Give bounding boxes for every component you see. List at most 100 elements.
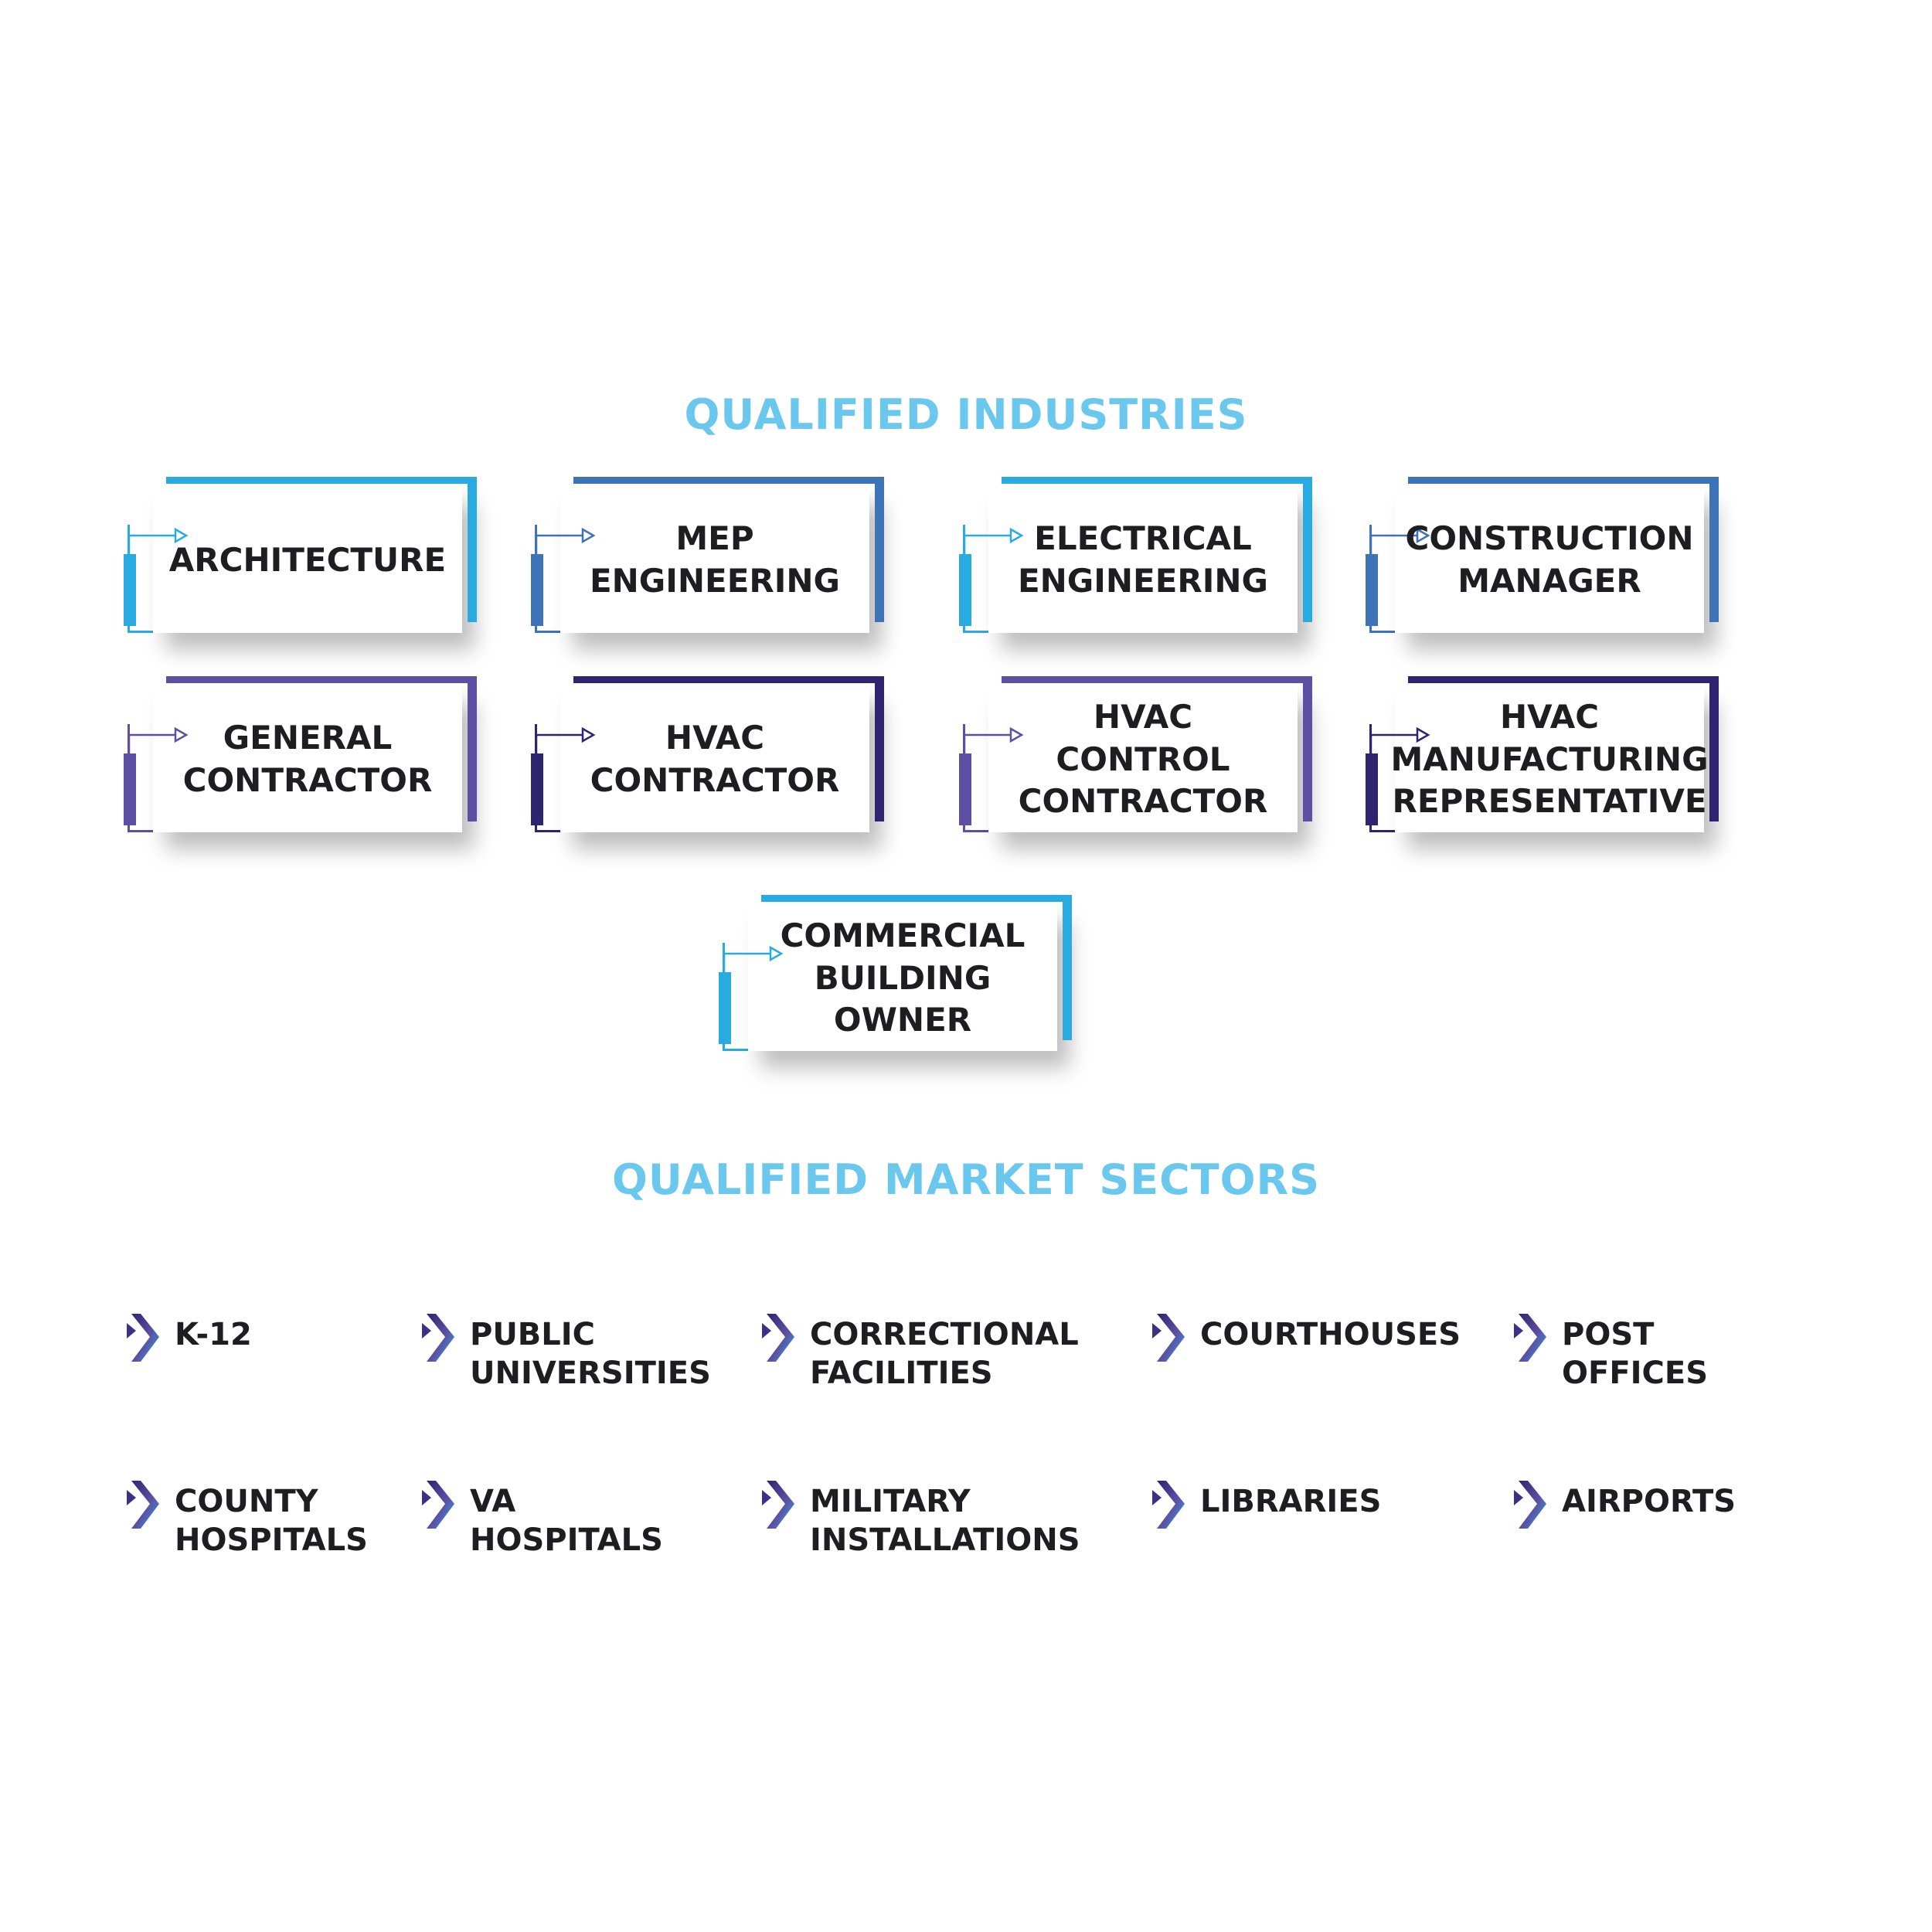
- card-right-accent: [1063, 895, 1072, 1040]
- card-right-accent: [1303, 477, 1312, 622]
- arrow-connector-icon: [963, 726, 1024, 759]
- card-right-accent: [1303, 676, 1312, 821]
- arrow-connector-icon: [128, 527, 189, 560]
- card-label: HVAC CONTROL CONTRACTOR: [988, 687, 1298, 832]
- industry-label: ELECTRICAL ENGINEERING: [1017, 519, 1269, 600]
- card-face: [153, 687, 462, 832]
- chevron-right-icon: [1152, 1314, 1185, 1362]
- card-accent-bar: [124, 753, 136, 825]
- industry-card-architecture: ARCHITECTURE: [124, 477, 483, 662]
- chevron-right-icon: [422, 1314, 454, 1362]
- chevron-right-icon: [1514, 1314, 1546, 1362]
- arrow-connector-icon: [128, 726, 189, 759]
- card-top-accent: [1002, 477, 1312, 484]
- sector-label: VA HOSPITALS: [470, 1484, 663, 1558]
- card-right-accent: [1709, 477, 1719, 622]
- industry-label: COMMERCIAL BUILDING OWNER: [780, 917, 1026, 1039]
- chevron-right-icon: [127, 1481, 159, 1529]
- card-label: CONSTRUCTION MANAGER: [1395, 488, 1704, 633]
- card-face: [988, 687, 1298, 832]
- arrow-connector-icon: [963, 527, 1024, 560]
- card-right-accent: [468, 477, 477, 622]
- chevron-right-icon: [1514, 1481, 1546, 1529]
- sector-item-post-offices: POST OFFICES: [1509, 1314, 1709, 1393]
- card-top-accent: [573, 676, 884, 683]
- card-top-accent: [1408, 477, 1719, 484]
- industry-card-general-contractor: GENERAL CONTRACTOR: [124, 676, 483, 862]
- sector-item-k-12: K-12: [122, 1314, 252, 1366]
- sector-label: K-12: [175, 1317, 252, 1352]
- arrow-connector-icon: [723, 945, 784, 978]
- sector-label: POST OFFICES: [1562, 1317, 1709, 1391]
- sector-label: COURTHOUSES: [1200, 1317, 1461, 1352]
- industry-label: ARCHITECTURE: [168, 540, 447, 579]
- card-top-accent: [166, 676, 477, 683]
- sector-label: COUNTY HOSPITALS: [175, 1484, 368, 1558]
- card-right-accent: [1709, 676, 1719, 821]
- chevron-right-icon: [422, 1481, 454, 1529]
- industry-card-commercial-building-owner: COMMERCIAL BUILDING OWNER: [719, 895, 1078, 1080]
- card-label: COMMERCIAL BUILDING OWNER: [748, 906, 1057, 1051]
- industry-label: HVAC CONTROL CONTRACTOR: [1018, 698, 1268, 821]
- chevron-right-icon: [127, 1314, 159, 1362]
- chevron-right-icon: [762, 1314, 794, 1362]
- industry-card-electrical-engineering: ELECTRICAL ENGINEERING: [959, 477, 1318, 662]
- sector-label: MILITARY INSTALLATIONS: [810, 1484, 1080, 1558]
- sector-item-courthouses: COURTHOUSES: [1148, 1314, 1461, 1366]
- card-accent-bar: [719, 972, 731, 1044]
- card-accent-bar: [531, 554, 543, 626]
- card-face: [748, 906, 1057, 1051]
- industry-label: CONSTRUCTION MANAGER: [1405, 519, 1694, 600]
- card-top-accent: [166, 477, 477, 484]
- sector-item-military-installations: MILITARY INSTALLATIONS: [757, 1481, 1080, 1560]
- card-face: [560, 687, 869, 832]
- sector-item-airports: AIRPORTS: [1509, 1481, 1736, 1533]
- card-right-accent: [468, 676, 477, 821]
- card-top-accent: [1408, 676, 1719, 683]
- sector-item-correctional-facilities: CORRECTIONAL FACILITIES: [757, 1314, 1079, 1393]
- sector-item-va-hospitals: VA HOSPITALS: [417, 1481, 663, 1560]
- card-face: [153, 488, 462, 633]
- card-label: HVAC MANUFACTURING REPRESENTATIVE: [1390, 687, 1708, 832]
- card-accent-bar: [959, 554, 971, 626]
- sector-label: PUBLIC UNIVERSITIES: [470, 1317, 711, 1391]
- card-accent-bar: [124, 554, 136, 626]
- industry-label: HVAC MANUFACTURING REPRESENTATIVE: [1390, 698, 1709, 821]
- card-label: ELECTRICAL ENGINEERING: [988, 488, 1298, 633]
- card-label: HVAC CONTRACTOR: [560, 687, 869, 832]
- card-top-accent: [761, 895, 1072, 902]
- sector-label: CORRECTIONAL FACILITIES: [810, 1317, 1079, 1391]
- industry-label: HVAC CONTRACTOR: [590, 719, 840, 799]
- chevron-right-icon: [762, 1481, 794, 1529]
- arrow-connector-icon: [535, 527, 596, 560]
- industry-card-hvac-manufacturing-representative: HVAC MANUFACTURING REPRESENTATIVE: [1366, 676, 1725, 862]
- sector-item-libraries: LIBRARIES: [1148, 1481, 1382, 1533]
- chevron-right-icon: [1152, 1481, 1185, 1529]
- card-top-accent: [1002, 676, 1312, 683]
- industry-label: MEP ENGINEERING: [589, 519, 841, 600]
- sector-item-county-hospitals: COUNTY HOSPITALS: [122, 1481, 368, 1560]
- card-right-accent: [875, 477, 884, 622]
- sectors-title: QUALIFIED MARKET SECTORS: [612, 1155, 1320, 1204]
- card-face: [1395, 687, 1704, 832]
- card-face: [1395, 488, 1704, 633]
- industry-card-construction-manager: CONSTRUCTION MANAGER: [1366, 477, 1725, 662]
- arrow-connector-icon: [1369, 527, 1430, 560]
- sector-label: LIBRARIES: [1200, 1484, 1382, 1519]
- card-label: GENERAL CONTRACTOR: [153, 687, 462, 832]
- card-accent-bar: [959, 753, 971, 825]
- card-top-accent: [573, 477, 884, 484]
- card-accent-bar: [1366, 554, 1378, 626]
- arrow-connector-icon: [1369, 726, 1430, 759]
- card-right-accent: [875, 676, 884, 821]
- industries-title: QUALIFIED INDUSTRIES: [684, 390, 1248, 439]
- card-label: MEP ENGINEERING: [560, 488, 869, 633]
- sector-item-public-universities: PUBLIC UNIVERSITIES: [417, 1314, 711, 1393]
- industry-label: GENERAL CONTRACTOR: [182, 719, 433, 799]
- sector-label: AIRPORTS: [1562, 1484, 1736, 1519]
- card-accent-bar: [1366, 753, 1378, 825]
- industry-card-hvac-control-contractor: HVAC CONTROL CONTRACTOR: [959, 676, 1318, 862]
- card-face: [560, 488, 869, 633]
- card-face: [988, 488, 1298, 633]
- card-accent-bar: [531, 753, 543, 825]
